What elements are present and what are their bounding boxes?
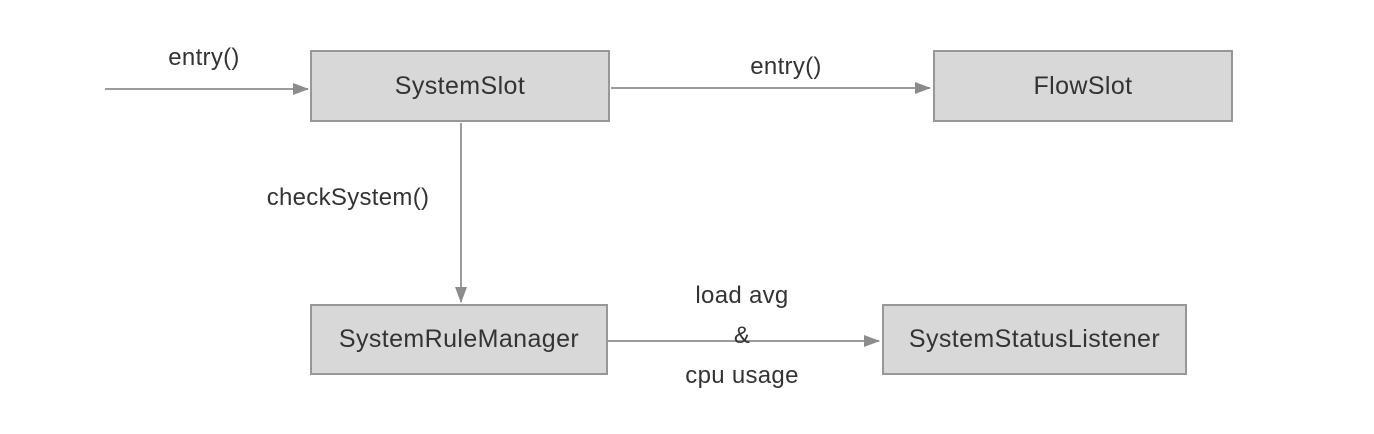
edge-label-load-cpu: load avg & cpu usage [685,276,798,396]
edge-label-checksystem: checkSystem() [266,184,430,211]
edge-label-ampersand-line: & [733,322,751,349]
node-systemslot: SystemSlot [310,50,610,122]
node-flowslot-label: FlowSlot [1033,71,1133,100]
node-systemrulemanager: SystemRuleManager [310,304,608,375]
node-systemstatuslistener: SystemStatusListener [882,304,1187,375]
edge-label-load-avg-line: load avg [695,282,789,309]
node-flowslot: FlowSlot [933,50,1233,122]
edge-label-cpu-usage-line: cpu usage [685,362,799,389]
edge-label-entry-flow: entry() [750,53,822,80]
node-systemrulemanager-label: SystemRuleManager [338,325,580,353]
edge-label-entry-in: entry() [168,44,240,71]
node-systemslot-label: SystemSlot [394,71,526,100]
node-systemstatuslistener-label: SystemStatusListener [908,325,1161,353]
